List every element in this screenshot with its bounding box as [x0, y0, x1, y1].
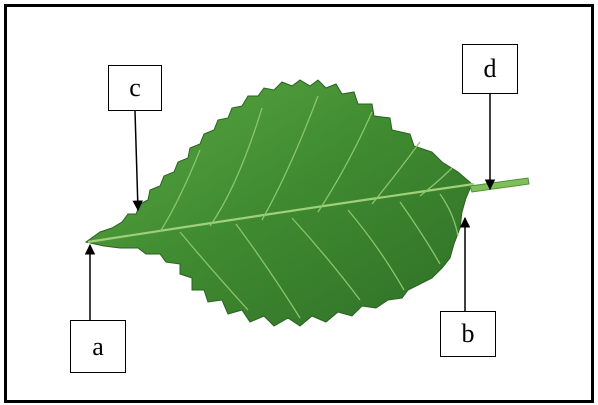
leaf-blade [86, 80, 472, 326]
label-a: a [70, 320, 126, 373]
pointer-c [135, 111, 138, 210]
petiole [470, 178, 529, 192]
label-b: b [440, 311, 496, 357]
label-c: c [108, 65, 162, 111]
label-d: d [462, 44, 518, 94]
